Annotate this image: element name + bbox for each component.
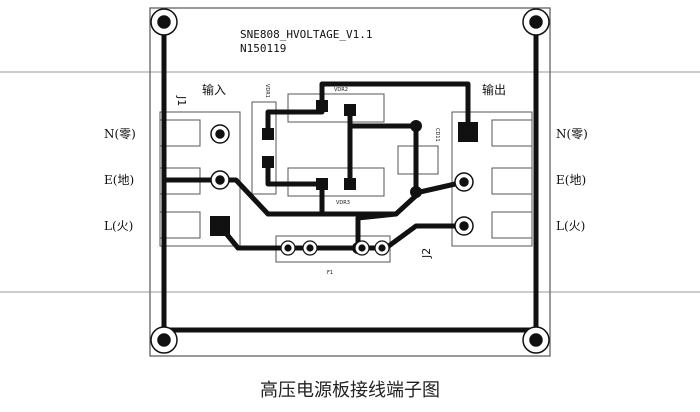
connector-j2-ref: J2 [420, 248, 433, 259]
screw-terminals [210, 124, 474, 236]
terminal-label-right-e: E(地) [556, 173, 586, 187]
vdr1-label: VDR1 [264, 84, 270, 98]
terminal-label-right-l: L(火) [556, 219, 585, 233]
terminal-label-left-n: N(零) [104, 127, 136, 141]
terminal-label-left-l: L(火) [104, 219, 133, 233]
board-model-text: SNE808_HVOLTAGE_V1.1 [240, 28, 372, 41]
fuse-label: F1 [327, 270, 333, 276]
vdr2-outline [287, 93, 385, 123]
vdr2-label: VDR2 [334, 87, 348, 93]
fuse-holder-pads [280, 240, 390, 256]
pad-j2-n [458, 122, 478, 142]
connector-j1-title: 输入 [202, 82, 226, 97]
terminal-block-j2 [451, 111, 533, 247]
vdr3-label: VDR3 [336, 200, 350, 206]
vdr1-outline [251, 101, 277, 195]
pad-j1-l [210, 216, 230, 236]
pads [210, 100, 478, 254]
connector-j2-title: 输出 [482, 82, 506, 97]
board-serial-text: N150119 [240, 42, 286, 55]
terminal-label-right-n: N(零) [556, 127, 588, 141]
copper-traces [161, 19, 539, 333]
diagram-caption: 高压电源板接线端子图 [260, 380, 440, 401]
board-outline [149, 7, 551, 357]
connector-j1-ref: J1 [175, 95, 188, 106]
cd11-label: CD11 [434, 128, 440, 142]
terminal-label-left-e: E(地) [104, 173, 134, 187]
mounting-holes [150, 8, 550, 354]
